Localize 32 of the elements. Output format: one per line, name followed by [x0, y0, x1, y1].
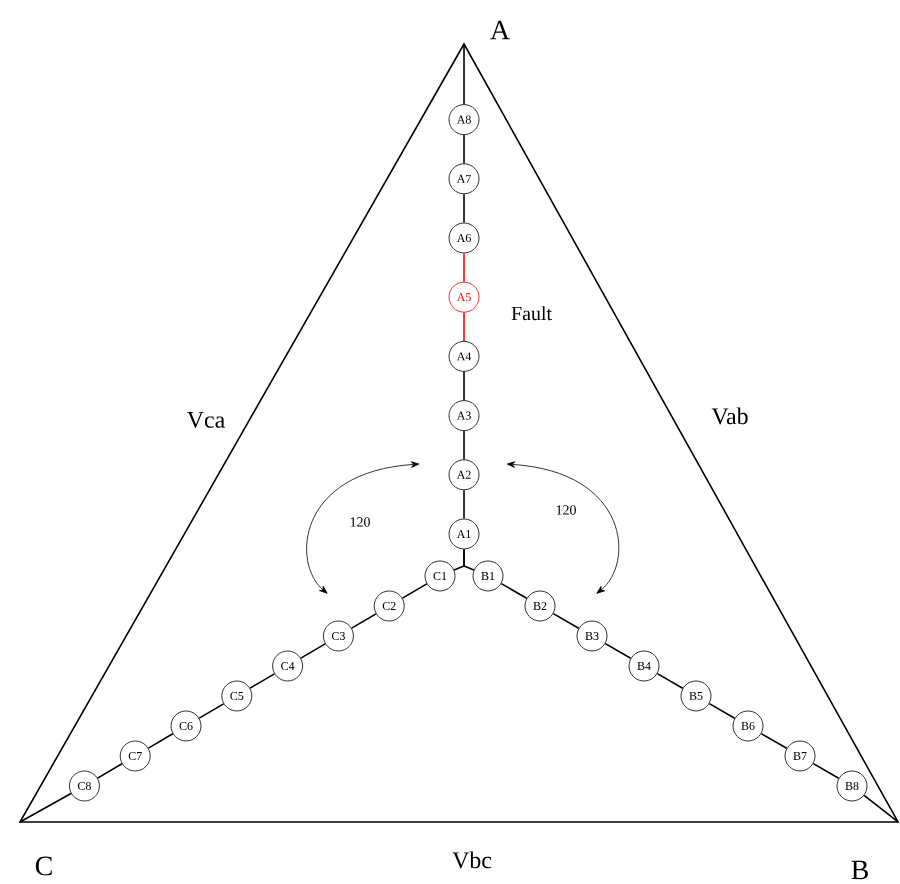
line: [463, 311, 465, 342]
side-label: Vca: [187, 412, 225, 428]
line: [453, 548, 465, 571]
line: [500, 582, 528, 600]
line: [863, 794, 899, 823]
line: [552, 612, 580, 630]
line: [147, 733, 174, 749]
line: [463, 43, 465, 105]
vertex-label: C: [35, 856, 52, 876]
vertex-label: A: [490, 20, 510, 40]
line: [463, 489, 465, 520]
line: [463, 193, 465, 224]
line: [463, 252, 465, 283]
line: [760, 732, 788, 750]
line: [463, 371, 465, 401]
line: [604, 642, 632, 660]
side-label: Vbc: [452, 851, 492, 869]
line: [463, 134, 465, 165]
vertex-label: B: [851, 860, 868, 880]
line: [708, 702, 736, 720]
line: [249, 673, 276, 689]
line: [96, 763, 123, 779]
fault-label: Fault: [511, 306, 552, 321]
line: [656, 672, 684, 690]
line: [198, 703, 225, 719]
line: [19, 792, 72, 823]
line: [463, 430, 465, 461]
line: [812, 762, 840, 780]
line: [401, 583, 428, 599]
line: [350, 613, 377, 629]
side-label: Vab: [711, 407, 748, 425]
line: [300, 643, 326, 659]
